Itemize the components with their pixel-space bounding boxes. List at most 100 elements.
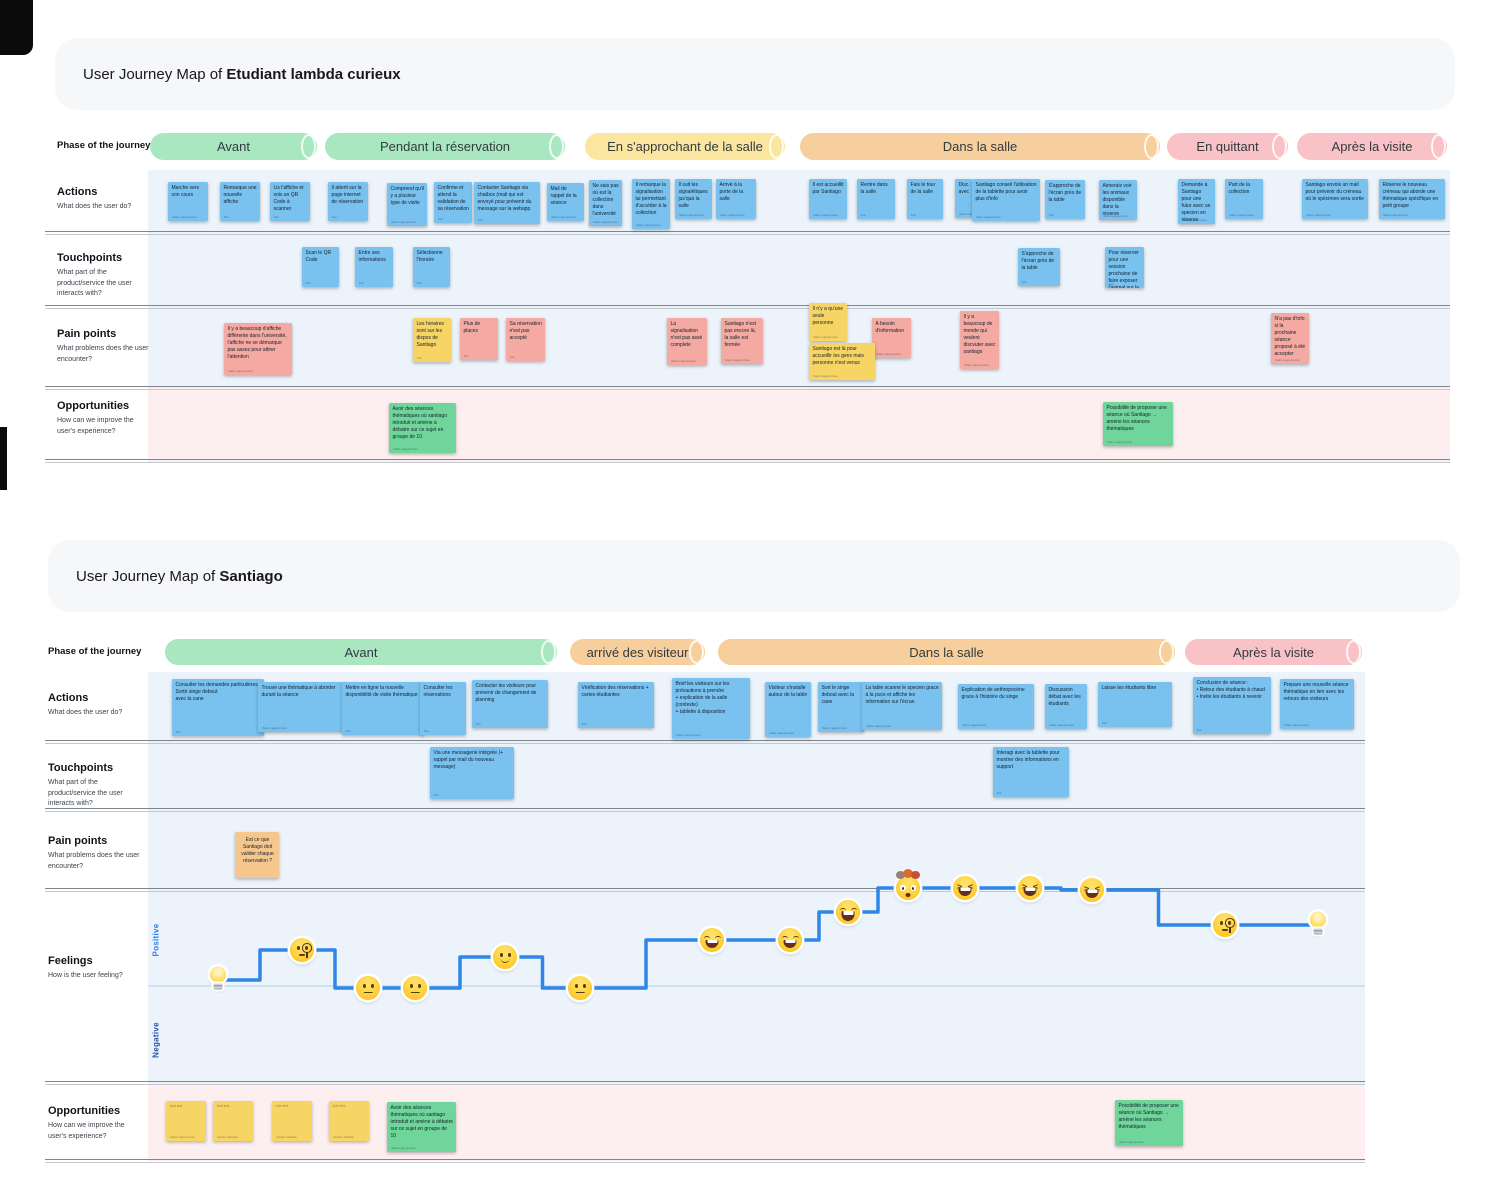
sticky-note[interactable]: Santiago envois un mail pour prévenir du… (1302, 179, 1368, 219)
grinning-squinting-face-emoji[interactable]: >< (953, 876, 977, 900)
neutral-face-emoji[interactable] (568, 976, 592, 1000)
sticky-note[interactable]: Prepare une nouvelle séance thématique e… (1280, 679, 1354, 729)
lightbulb-emoji[interactable] (1308, 911, 1328, 937)
lightbulb-emoji[interactable] (208, 966, 228, 992)
sticky-note[interactable]: Comprend qu'il y a plusieur type de visi… (387, 183, 427, 226)
sticky-note-text: Entre ses informations (358, 250, 386, 263)
beaming-face-emoji[interactable] (836, 900, 860, 924)
sticky-note[interactable]: Ne sais pas où est la collection dans l'… (589, 180, 622, 226)
neutral-face-emoji[interactable] (356, 976, 380, 1000)
sticky-note[interactable]: Explication de anthropocène grace à l'hi… (958, 684, 1034, 729)
sticky-note[interactable]: Santiago est là pour accueillir les gens… (809, 343, 875, 380)
grinning-face-emoji[interactable] (700, 928, 724, 952)
sticky-note-author: Claire Lapeyronnie (592, 220, 618, 224)
sticky-note-text: Avoir des séances thématiques où santiag… (392, 406, 447, 440)
sticky-note[interactable]: Est ce que Santiago doit valider chaque … (235, 832, 279, 878)
sticky-note[interactable]: Mettre en ligne la nouvelle disponibilit… (342, 682, 424, 735)
grinning-face-emoji[interactable] (778, 928, 802, 952)
phase-pill[interactable]: Avant (165, 639, 557, 665)
phase-pill[interactable]: Dans la salle (800, 133, 1160, 160)
phase-pill[interactable]: Pendant la réservation (325, 133, 565, 160)
sticky-note[interactable]: Avoir des séances thématiques où santiag… (387, 1102, 456, 1152)
neutral-face-emoji[interactable] (403, 976, 427, 1000)
sticky-note[interactable]: Demande à Santiago pour une futur avec u… (1178, 179, 1215, 224)
sticky-note[interactable]: Conclusion de séance : • Retour des étud… (1193, 677, 1271, 734)
face-with-monocle-emoji[interactable] (1213, 913, 1237, 937)
phase-pill[interactable]: En quittant (1167, 133, 1288, 160)
grinning-squinting-face-emoji[interactable]: >< (1018, 876, 1042, 900)
sticky-note[interactable]: Contacter les visiteurs pour prévenir de… (472, 680, 548, 728)
sticky-note[interactable]: Aimerais voir les animaux disponible dan… (1099, 180, 1137, 220)
sticky-note[interactable]: Il y a beaucoup de monde qui veulent dis… (960, 311, 999, 369)
sticky-note[interactable]: La table scanne le specien grace à la pu… (862, 682, 942, 730)
sticky-note[interactable]: Interagi avec la tablette pour montrer d… (993, 747, 1069, 797)
sticky-note-author: Claire Lapeyronnie (1274, 358, 1300, 362)
sticky-note[interactable]: Contacter Santiago via chatbox (mail qui… (474, 182, 540, 224)
grinning-squinting-face-emoji[interactable]: >< (1080, 878, 1104, 902)
phase-pill[interactable]: Après la visite (1297, 133, 1447, 160)
sticky-note[interactable]: Les horaires sont sur les dispos de Sant… (413, 318, 451, 362)
sticky-note[interactable]: Il atterit sur la page internet de réser… (328, 182, 368, 221)
phase-pill[interactable]: arrivé des visiteur (570, 639, 705, 665)
sticky-note[interactable]: Vérification des réservations + cartes é… (578, 682, 654, 728)
sticky-note[interactable]: Consulter les demandes particulières Sor… (172, 679, 264, 736)
phase-pill[interactable]: Dans la salle (718, 639, 1175, 665)
sticky-note[interactable]: La signalisation n'est pas assé complete… (667, 318, 707, 365)
sticky-note[interactable]: Santiago n'est pas encore là, la salle e… (721, 318, 763, 364)
sticky-note-author: Zoé (860, 213, 866, 217)
sticky-note[interactable]: Avoir des séances thématiques où santiag… (389, 403, 456, 453)
sticky-note[interactable]: Lis l'affiche et vois un QR Code à scann… (270, 182, 310, 221)
slightly-smiling-face-emoji[interactable] (493, 945, 517, 969)
phase-pill[interactable]: Avant (150, 133, 317, 160)
sticky-note[interactable]: Santiago conseil l'utilisation de la tab… (972, 179, 1040, 221)
sticky-note[interactable]: Il suit les signalétiques jus'quà la sal… (675, 179, 712, 219)
sticky-note[interactable]: Trouve une thématique à aborder durant l… (258, 682, 346, 732)
sticky-note[interactable]: Il y a beaucoup d'affiche différente dan… (224, 323, 292, 375)
sticky-note-text: Sélectionne l'horaire (416, 250, 443, 263)
sticky-note-author: Zoé (509, 355, 515, 359)
sticky-note[interactable]: Réserve le nouveau créneau qui aborde un… (1379, 179, 1445, 219)
sticky-note[interactable]: Il remarque la signalisation lui permett… (632, 179, 670, 229)
sticky-note-author: Zoé (581, 722, 587, 726)
phase-pill[interactable]: Après la visite (1185, 639, 1362, 665)
sticky-note[interactable]: Possibilité de proposer une séance où Sa… (1103, 402, 1173, 446)
face-with-monocle-emoji[interactable] (290, 938, 314, 962)
sticky-note[interactable]: N'a pas d'info si la prochaine séance pr… (1271, 313, 1309, 364)
phase-pill[interactable]: En s'approchant de la salle (585, 133, 785, 160)
sticky-note[interactable]: Pour réserver pour une session prochaine… (1105, 247, 1144, 288)
sticky-note[interactable]: Brief les visiteurs sur les précautions … (672, 678, 750, 739)
sticky-note[interactable]: Via une messagerie intégrée (+ rappel pa… (430, 747, 514, 799)
exploding-head-emoji[interactable] (896, 868, 920, 900)
sticky-note[interactable]: Confirme et attend la validation de sa r… (434, 182, 472, 223)
sticky-note-text: Add text (332, 1104, 346, 1108)
sticky-note[interactable]: Possibilité de proposer une séance où Sa… (1115, 1100, 1183, 1146)
sticky-note-text: Contacter les visiteurs pour prévenir de… (475, 683, 537, 703)
